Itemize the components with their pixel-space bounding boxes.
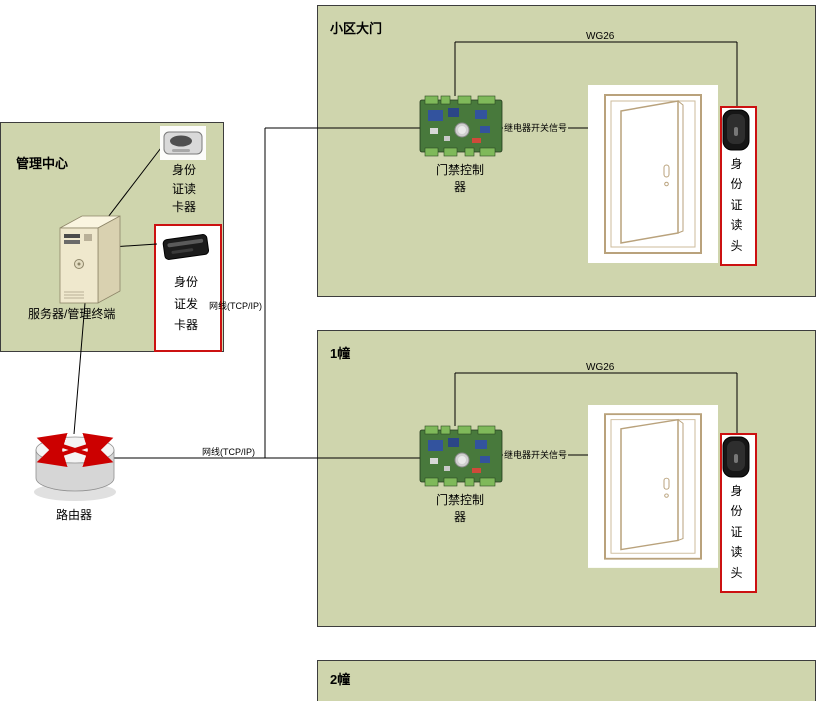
router-lan-label: 网线(TCP/IP) bbox=[202, 447, 255, 457]
card-reader-label: 身份 证读 卡器 bbox=[171, 163, 196, 215]
router-label: 路由器 bbox=[56, 508, 93, 522]
relay-label-building1: 继电器开关信号 bbox=[503, 449, 569, 462]
card-issuer-label: 身份 证发 卡器 bbox=[173, 275, 198, 333]
server-label: 服务器/管理终端 bbox=[28, 307, 116, 321]
zone-title-building2: 2幢 bbox=[330, 672, 351, 687]
zone-title-building1: 1幢 bbox=[330, 346, 351, 361]
reader-head-label-gate: 身 份 证 读 头 bbox=[730, 157, 743, 253]
trunk-lan-label: 网线(TCP/IP) bbox=[209, 301, 262, 311]
controller-label-gate: 门禁控制 器 bbox=[435, 163, 484, 194]
router-icon bbox=[34, 432, 116, 501]
zone-building-2 bbox=[317, 660, 816, 701]
reader-head-label-building1: 身 份 证 读 头 bbox=[730, 484, 743, 580]
management-title: 管理中心 bbox=[16, 156, 69, 171]
zone-title-gate: 小区大门 bbox=[330, 21, 383, 36]
wg26-label-building1: WG26 bbox=[586, 362, 615, 373]
wg26-label-gate: WG26 bbox=[586, 31, 615, 42]
controller-label-building1: 门禁控制 器 bbox=[435, 493, 484, 524]
relay-label-gate: 继电器开关信号 bbox=[503, 122, 569, 135]
